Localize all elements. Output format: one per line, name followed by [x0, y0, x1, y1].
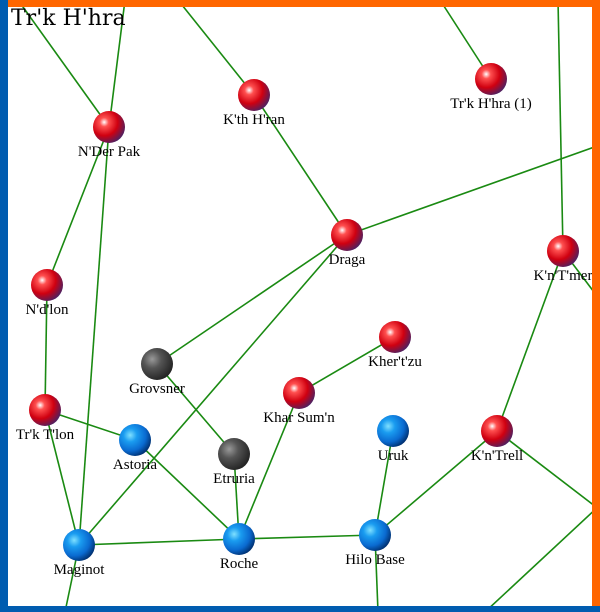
hyperlane [374, 430, 394, 536]
owned-planet-icon[interactable] [379, 321, 411, 353]
owned-planet-icon[interactable] [331, 219, 363, 251]
system-hilo-base[interactable]: Hilo Base [345, 519, 405, 568]
system-grovsner[interactable]: Grovsner [129, 348, 185, 397]
system-label: N'd'lon [26, 302, 69, 318]
system-tr-k-t-lon[interactable]: Tr'k T'lon [16, 394, 75, 443]
owned-planet-icon[interactable] [481, 415, 513, 447]
owned-planet-icon[interactable] [93, 111, 125, 143]
system-label: Uruk [378, 448, 409, 464]
allied-planet-icon[interactable] [377, 415, 409, 447]
system-khar-sum-n[interactable]: Khar Sum'n [263, 377, 335, 426]
system-maginot[interactable]: Maginot [54, 529, 106, 578]
system-label: Astoria [113, 457, 158, 473]
bottom-border [0, 606, 600, 612]
hyperlane [484, 504, 600, 612]
hyperlane [177, 0, 255, 96]
allied-planet-icon[interactable] [63, 529, 95, 561]
owned-planet-icon[interactable] [475, 63, 507, 95]
system-label: Tr'k T'lon [16, 427, 75, 443]
system-etruria[interactable]: Etruria [213, 438, 255, 487]
hyperlane [108, 0, 126, 128]
system-label: K'th H'ran [223, 112, 285, 128]
hyperlane [298, 336, 396, 394]
allied-planet-icon[interactable] [359, 519, 391, 551]
hyperlane [238, 534, 376, 540]
hyperlane [78, 234, 348, 546]
hyperlane [156, 363, 235, 455]
system-k-th-h-ran[interactable]: K'th H'ran [223, 79, 285, 128]
owned-planet-icon[interactable] [547, 235, 579, 267]
system-label: K'n'T'mer [534, 268, 593, 284]
system-label: Draga [329, 252, 366, 268]
allied-planet-icon[interactable] [119, 424, 151, 456]
left-border [0, 0, 8, 612]
hyperlane [44, 284, 48, 411]
system-label: Grovsner [129, 381, 185, 397]
hyperlane [46, 126, 110, 286]
neutral-planet-icon[interactable] [141, 348, 173, 380]
hyperlane [346, 144, 600, 236]
hyperlane [374, 430, 498, 536]
system-label: N'Der Pak [78, 144, 141, 160]
hyperlane [44, 409, 80, 546]
map-title: Tr'k H'hra [11, 6, 126, 31]
system-label: Roche [220, 556, 259, 572]
system-kher-t-zu[interactable]: Kher't'zu [368, 321, 422, 370]
allied-planet-icon[interactable] [223, 523, 255, 555]
system-roche[interactable]: Roche [220, 523, 259, 572]
right-border [592, 0, 600, 612]
system-tr-k-h-hra-1-[interactable]: Tr'k H'hra (1) [450, 63, 532, 112]
top-border [0, 0, 600, 7]
system-n-d-lon[interactable]: N'd'lon [26, 269, 69, 318]
system-label: Kher't'zu [368, 354, 422, 370]
system-draga[interactable]: Draga [329, 219, 366, 268]
hyperlane [238, 392, 300, 540]
owned-planet-icon[interactable] [238, 79, 270, 111]
system-n-der-pak[interactable]: N'Der Pak [78, 111, 141, 160]
hyperlane [253, 94, 348, 236]
hyperlane [78, 126, 110, 546]
owned-planet-icon[interactable] [29, 394, 61, 426]
system-label: Tr'k H'hra (1) [450, 96, 532, 112]
hyperlane [134, 439, 240, 540]
hyperlane [496, 250, 564, 432]
hyperlane [156, 234, 348, 365]
systems: N'Der Pak K'th H'ran Tr'k H'hra (1) DragaK'… [16, 63, 593, 578]
hyperlane [17, 0, 110, 128]
system-k-n-t-mer[interactable]: K'n'T'mer [534, 235, 593, 284]
neutral-planet-icon[interactable] [218, 438, 250, 470]
system-label: Hilo Base [345, 552, 405, 568]
system-k-n-trell[interactable]: K'n'Trell [471, 415, 523, 464]
owned-planet-icon[interactable] [31, 269, 63, 301]
hyperlane [496, 430, 600, 511]
hyperlane [78, 538, 240, 546]
system-label: Etruria [213, 471, 255, 487]
system-label: Khar Sum'n [263, 410, 335, 426]
system-label: K'n'Trell [471, 448, 523, 464]
hyperlane [557, 0, 564, 252]
owned-planet-icon[interactable] [283, 377, 315, 409]
system-label: Maginot [54, 562, 106, 578]
system-astoria[interactable]: Astoria [113, 424, 158, 473]
hyperlanes [17, 0, 600, 612]
system-uruk[interactable]: Uruk [377, 415, 409, 464]
